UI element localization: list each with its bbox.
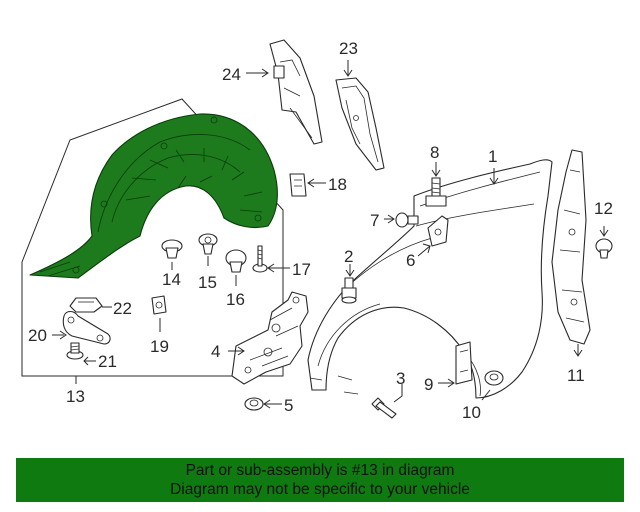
subassembly-13-outline: [21, 98, 284, 377]
callout-12: 12: [594, 199, 613, 218]
part-2-bolt[interactable]: [341, 277, 357, 304]
part-1-fender[interactable]: [307, 159, 553, 399]
part-8-bolt[interactable]: [425, 177, 447, 207]
callout-6: 6: [406, 251, 415, 270]
banner-line-1: Part or sub-assembly is #13 in diagram: [185, 462, 455, 479]
callout-2: 2: [344, 247, 353, 266]
callout-23: 23: [339, 39, 358, 58]
fender-liner-highlighted[interactable]: [29, 113, 278, 279]
part-21-bolt[interactable]: [66, 342, 84, 360]
callout-9: 9: [424, 375, 433, 394]
parts-diagram: 22 20 21 13 24 23 18: [21, 39, 613, 422]
callout-8: 8: [430, 143, 439, 162]
callout-15: 15: [198, 273, 217, 292]
callout-14: 14: [162, 270, 181, 289]
part-14-grommet[interactable]: [161, 239, 183, 259]
callout-21: 21: [98, 352, 117, 371]
callout-18: 18: [328, 175, 347, 194]
callout-19: 19: [150, 337, 169, 356]
callout-17: 17: [292, 260, 311, 279]
callout-3: 3: [396, 369, 405, 388]
callout-4: 4: [211, 342, 220, 361]
callout-10: 10: [462, 403, 481, 422]
callout-20: 20: [28, 326, 47, 345]
callout-1: 1: [488, 147, 497, 166]
callout-11: 11: [567, 366, 585, 385]
part-9-bracket[interactable]: [455, 341, 473, 385]
part-3-screw[interactable]: [371, 397, 397, 419]
part-20-bracket[interactable]: [62, 310, 111, 345]
part-15-clip[interactable]: [198, 233, 218, 255]
callout-22: 22: [113, 299, 132, 318]
part-7-bolt[interactable]: [395, 212, 419, 228]
part-17-screw[interactable]: [252, 245, 268, 273]
callout-16: 16: [226, 290, 245, 309]
part-24-panel[interactable]: [269, 39, 323, 145]
part-18-clip[interactable]: [289, 173, 307, 197]
part-12-clip[interactable]: [595, 238, 613, 259]
part-5-nut[interactable]: [244, 397, 264, 411]
callout-24: 24: [222, 65, 241, 84]
subassembly-notice-banner: Part or sub-assembly is #13 in diagram D…: [16, 458, 624, 502]
part-11-side-bracket[interactable]: [551, 149, 591, 345]
part-23-seal[interactable]: [335, 77, 385, 171]
part-22-clip[interactable]: [69, 297, 103, 313]
callout-5: 5: [284, 396, 293, 415]
part-6-bracket[interactable]: [427, 215, 449, 247]
callout-13: 13: [66, 387, 85, 406]
callout-7: 7: [370, 211, 379, 230]
part-16-clip[interactable]: [225, 249, 247, 273]
part-10-nut[interactable]: [484, 370, 504, 386]
banner-line-2: Diagram may not be specific to your vehi…: [170, 481, 470, 498]
part-19-clip[interactable]: [151, 295, 167, 315]
part-4-bracket[interactable]: [231, 291, 309, 385]
